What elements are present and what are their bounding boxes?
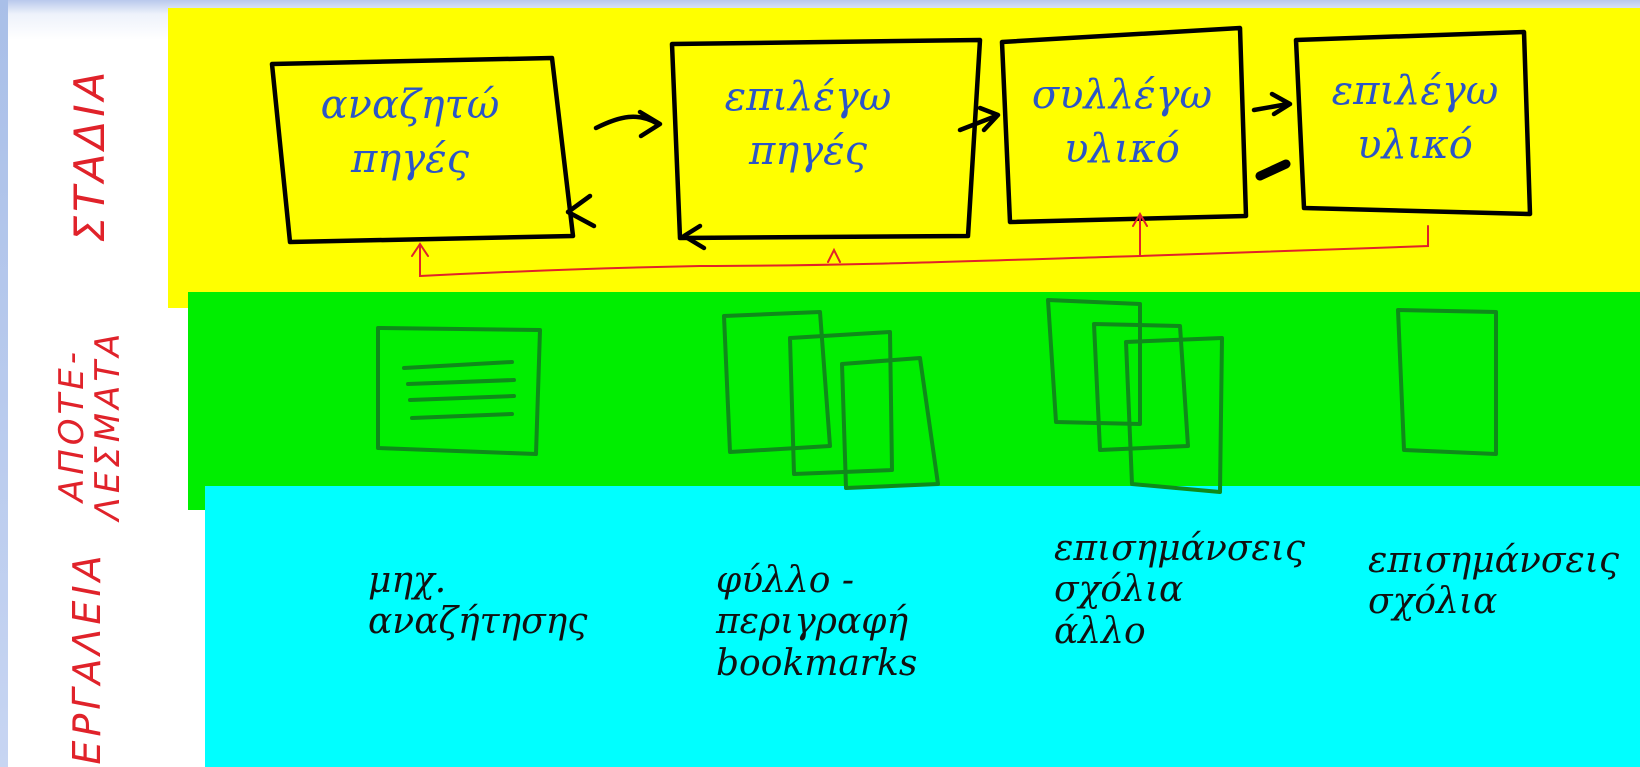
- tool-1-text: μηχ. αναζήτησης: [368, 560, 588, 643]
- left-strip: [0, 0, 8, 767]
- forward-arrow-3: [1251, 91, 1293, 117]
- tool-2-text: φύλλο - περιγραφή bookmarks: [716, 560, 918, 684]
- forward-arrow-2: [957, 105, 1001, 133]
- tool-4-text: επισημάνσεις σχόλια: [1368, 540, 1619, 623]
- stage-box-3: [999, 25, 1249, 225]
- stage-2-text: επιλέγω πηγές: [724, 74, 892, 174]
- back-arrow-1: [565, 193, 597, 229]
- stage-box-2: [669, 37, 983, 241]
- back-arrow-2: [681, 223, 707, 251]
- stage-4-text: επιλέγω υλικό: [1331, 68, 1499, 168]
- document-icon: [376, 326, 542, 456]
- stage-box-4: [1293, 29, 1533, 217]
- feedback-arrows: [411, 212, 1429, 278]
- multiple-pages-icon: [722, 310, 940, 490]
- single-page-icon: [1396, 308, 1498, 456]
- tools-band: [205, 486, 1640, 767]
- stage-box-1: [269, 55, 576, 245]
- stage-1-text: αναζητώ πηγές: [320, 82, 500, 182]
- stages-band: [168, 8, 1640, 308]
- stage-3-text: συλλέγω υλικό: [1031, 72, 1213, 172]
- tool-3-text: επισημάνσεις σχόλια άλλο: [1054, 528, 1305, 652]
- back-arrow-3: [1255, 159, 1291, 181]
- overlapping-pages-icon: [1046, 298, 1224, 494]
- forward-arrow-1: [593, 109, 663, 139]
